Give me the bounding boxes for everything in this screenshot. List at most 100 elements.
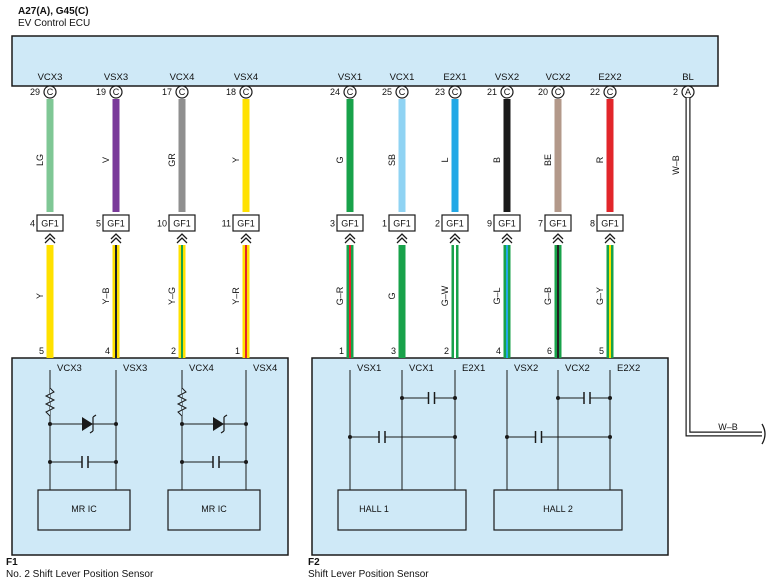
wire-upper-color-label: LG bbox=[35, 154, 45, 166]
gf-pin-number: 5 bbox=[96, 219, 101, 229]
mr-ic-2-box bbox=[167, 489, 261, 531]
gf-connector-box bbox=[596, 214, 624, 232]
gf-chevron bbox=[110, 233, 122, 240]
gf-connector-label: GF1 bbox=[601, 219, 619, 229]
wire-bl-outer bbox=[685, 98, 762, 437]
wire-upper-color-label: GR bbox=[167, 153, 177, 167]
gf-connector-box bbox=[336, 214, 364, 232]
junction-dot bbox=[180, 422, 184, 426]
resistor-icon bbox=[176, 387, 188, 417]
sensor-pin-number: 5 bbox=[39, 346, 44, 356]
gf-connector-label: GF1 bbox=[107, 219, 125, 229]
sensor-pin-number: 4 bbox=[496, 346, 501, 356]
wire-lower-color-label: Y–R bbox=[231, 287, 241, 305]
ecu-box bbox=[11, 35, 719, 87]
wire-lower-color-label: G bbox=[387, 292, 397, 299]
ecu-signal-label: VCX3 bbox=[38, 72, 63, 83]
sensor-terminal-label: VSX4 bbox=[253, 363, 277, 374]
mr-ic-1-box bbox=[37, 489, 131, 531]
ecu-conn-letter: C bbox=[555, 87, 562, 97]
wire-upper-color-label: V bbox=[101, 157, 111, 163]
gf-chevron bbox=[604, 237, 616, 244]
wire-upper-vsx4 bbox=[242, 99, 250, 212]
ecu-pin-number: 17 bbox=[162, 87, 172, 97]
ecu-pin-number: 25 bbox=[382, 87, 392, 97]
sensor-terminal-label: E2X2 bbox=[617, 363, 640, 374]
wire-upper-vcx4 bbox=[178, 99, 186, 212]
gf-chevron bbox=[240, 237, 252, 244]
ecu-signal-label: E2X2 bbox=[598, 72, 621, 83]
junction-dot bbox=[556, 396, 560, 400]
ecu-conn-letter: C bbox=[452, 87, 459, 97]
sensor-terminal-label: VSX2 bbox=[514, 363, 538, 374]
gf-pin-number: 2 bbox=[435, 219, 440, 229]
f1-name-label: No. 2 Shift Lever Position Sensor bbox=[6, 569, 154, 580]
sensor-terminal-label: VCX1 bbox=[409, 363, 434, 374]
sensor-pin-number: 1 bbox=[235, 346, 240, 356]
wire-lower-color-label: G–L bbox=[492, 287, 502, 304]
ecu-signal-label: VSX3 bbox=[104, 72, 128, 83]
ecu-pin-marker bbox=[175, 85, 189, 99]
ecu-signal-label: E2X1 bbox=[443, 72, 466, 83]
ecu-pin-number: 19 bbox=[96, 87, 106, 97]
sensor-terminal-label: E2X1 bbox=[462, 363, 485, 374]
gf-connector-box bbox=[493, 214, 521, 232]
ecu-signal-label: VSX2 bbox=[495, 72, 519, 83]
gf-connector-box bbox=[168, 214, 196, 232]
gf-pin-number: 8 bbox=[590, 219, 595, 229]
junction-dot bbox=[453, 396, 457, 400]
gf-chevron bbox=[110, 237, 122, 244]
wire-upper-color-label: R bbox=[595, 156, 605, 163]
sensor-terminal-label: VSX3 bbox=[123, 363, 147, 374]
wire-lower-stripe-vcx2 bbox=[557, 245, 559, 358]
ecu-signal-label: VCX2 bbox=[546, 72, 571, 83]
gf-chevron bbox=[344, 233, 356, 240]
gf-connector-label: GF1 bbox=[393, 219, 411, 229]
mr-ic-2-label: MR IC bbox=[201, 504, 227, 514]
gf-pin-number: 1 bbox=[382, 219, 387, 229]
junction-dot bbox=[244, 422, 248, 426]
wire-lower-stripe-e2x1 bbox=[454, 245, 456, 358]
gf-pin-number: 7 bbox=[538, 219, 543, 229]
junction-dot bbox=[608, 396, 612, 400]
wire-upper-e2x2 bbox=[606, 99, 614, 212]
gf-connector-label: GF1 bbox=[498, 219, 516, 229]
ecu-pin-number: 23 bbox=[435, 87, 445, 97]
gf-connector-box bbox=[544, 214, 572, 232]
gf-connector-label: GF1 bbox=[41, 219, 59, 229]
junction-dot bbox=[48, 422, 52, 426]
ecu-pin-marker bbox=[603, 85, 617, 99]
gf-connector-label: GF1 bbox=[446, 219, 464, 229]
wire-lower-stripe-vcx4 bbox=[181, 245, 183, 358]
ecu-signal-label: VCX4 bbox=[170, 72, 195, 83]
hall-2-label: HALL 2 bbox=[543, 504, 573, 514]
gf-connector-box bbox=[36, 214, 64, 232]
gf-chevron bbox=[344, 237, 356, 244]
wire-bl-color-label: W–B bbox=[671, 155, 681, 175]
ecu-pin-number: 21 bbox=[487, 87, 497, 97]
wire-lower-stripe-vsx1 bbox=[349, 245, 351, 358]
ecu-signal-label: VCX1 bbox=[390, 72, 415, 83]
sensor-pin-number: 6 bbox=[547, 346, 552, 356]
wire-bl-inner bbox=[686, 98, 762, 436]
gf-connector-label: GF1 bbox=[173, 219, 191, 229]
gf-chevron bbox=[176, 233, 188, 240]
sensor-pin-number: 5 bbox=[599, 346, 604, 356]
gf-pin-number: 3 bbox=[330, 219, 335, 229]
ecu-conn-letter: C bbox=[399, 87, 406, 97]
zener-diode-icon bbox=[213, 417, 224, 431]
ecu-pin-marker bbox=[109, 85, 123, 99]
gf-chevron bbox=[552, 233, 564, 240]
hall-2-box bbox=[493, 489, 623, 531]
gf-pin-number: 10 bbox=[157, 219, 167, 229]
wire-lower-stripe-vsx2 bbox=[506, 245, 508, 358]
sensor-pin-number: 4 bbox=[105, 346, 110, 356]
sensor-pin-number: 2 bbox=[171, 346, 176, 356]
ecu-conn-letter: C bbox=[504, 87, 511, 97]
ecu-pin-marker bbox=[239, 85, 253, 99]
gf-chevron bbox=[552, 237, 564, 244]
gf-chevron bbox=[396, 233, 408, 240]
wire-lower-color-label: G–W bbox=[440, 285, 450, 306]
f2-id-label: F2 bbox=[308, 557, 320, 568]
wire-upper-color-label: B bbox=[492, 157, 502, 163]
